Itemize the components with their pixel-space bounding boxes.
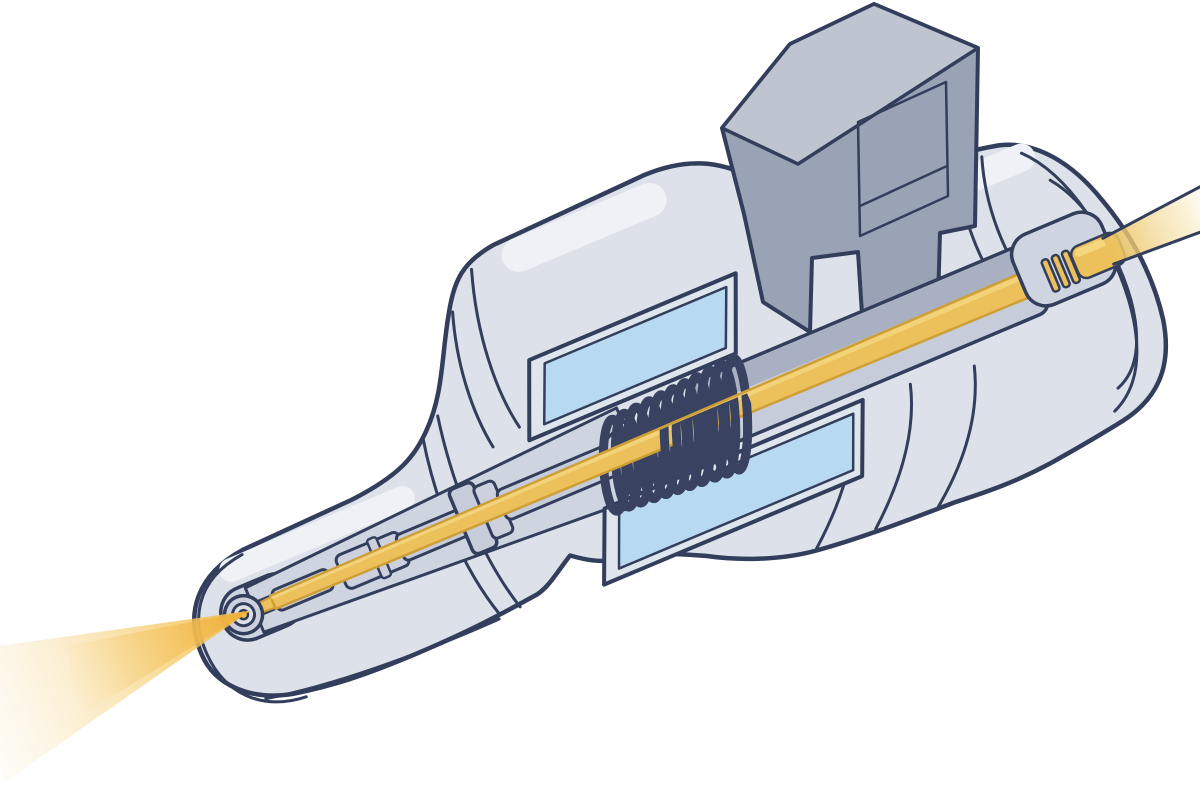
fuel-inlet-stream [1101, 163, 1200, 266]
connector-top-facet [720, 2, 980, 166]
armature-tube-bore [694, 248, 1030, 405]
end-bell-contour [1048, 178, 1139, 390]
inlet-stream-edge [1101, 163, 1200, 240]
inlet-stream-fill [1102, 164, 1200, 265]
spray-core [65, 610, 251, 716]
fuel-filter-rib [1050, 253, 1071, 289]
fuel-filter-rib [1040, 258, 1061, 293]
nose-face-contour [197, 553, 308, 704]
nose-bottom-contour [264, 617, 501, 701]
nose-highlight [219, 485, 415, 582]
connector-terminal-divider [858, 164, 949, 208]
coil-window-glass [617, 412, 855, 570]
spring-coil-front [708, 393, 741, 479]
end-bell-contour [1019, 151, 1139, 413]
hump-ridge-contour [470, 267, 521, 429]
coil-window-lower [602, 397, 865, 587]
right-hump-highlight [962, 143, 1036, 191]
cutaway-interior [219, 210, 1127, 642]
hump-ridge-contour [451, 310, 495, 449]
valve-spring-front [659, 393, 753, 496]
spray-cone [0, 610, 251, 783]
spring-coil-front [720, 393, 753, 475]
connector-terminal-window [856, 80, 950, 238]
lower-shell-contour [936, 364, 977, 509]
coil-window-glass [542, 285, 728, 426]
fuel-channel-highlight [270, 264, 1047, 600]
coil-window-upper [527, 271, 738, 443]
electrical-connector [720, 2, 980, 334]
fuel-flows [0, 163, 1200, 783]
lower-shell-contour [874, 382, 914, 531]
inlet-stream-edge [1112, 208, 1200, 266]
spray-fan [0, 610, 251, 783]
hump-highlight [501, 182, 667, 272]
